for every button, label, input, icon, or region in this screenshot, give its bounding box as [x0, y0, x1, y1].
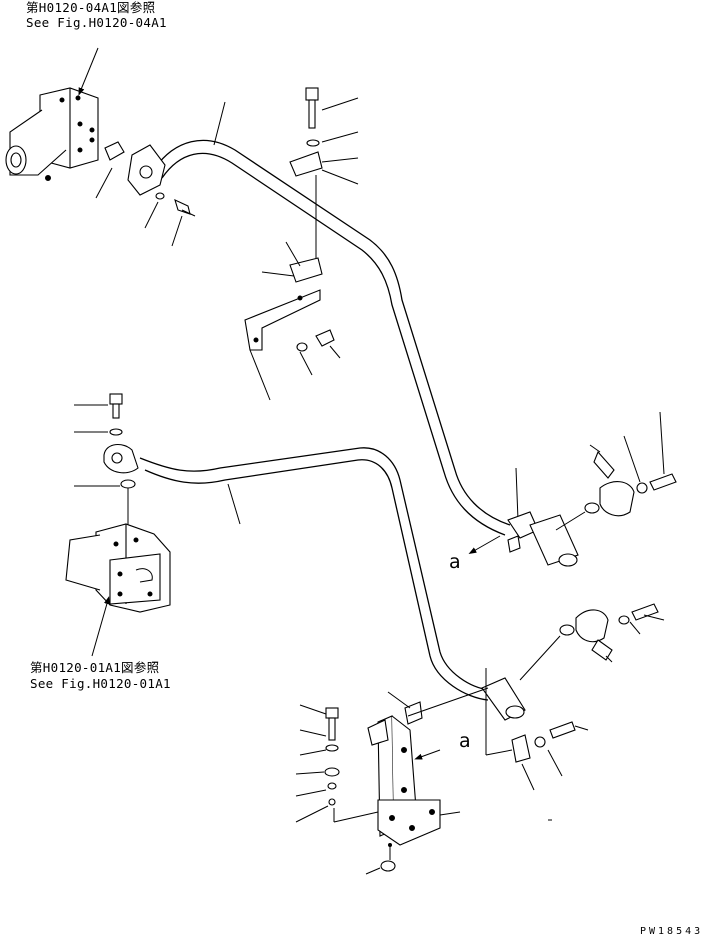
- view-marker-upper: a: [449, 551, 461, 573]
- bracket-assembly: [367, 701, 576, 846]
- lower-right-fitting: [481, 603, 659, 721]
- reference-bottom-line1: 第H0120-01A1図参照: [30, 660, 160, 675]
- reference-top-line2: See Fig.H0120-04A1: [26, 15, 167, 30]
- view-marker-lower: a: [459, 730, 471, 752]
- reference-bottom-line2: See Fig.H0120-01A1: [30, 676, 171, 691]
- reference-top-line1: 第H0120-04A1図参照: [26, 0, 156, 15]
- top-clamp-assembly: [244, 87, 335, 352]
- lower-valve: [65, 523, 171, 613]
- upper-tube: [127, 139, 511, 536]
- figure-number: PW18543: [640, 926, 704, 937]
- upper-right-fitting: [507, 450, 677, 567]
- lower-tube: [103, 444, 491, 701]
- top-valve: [5, 87, 125, 181]
